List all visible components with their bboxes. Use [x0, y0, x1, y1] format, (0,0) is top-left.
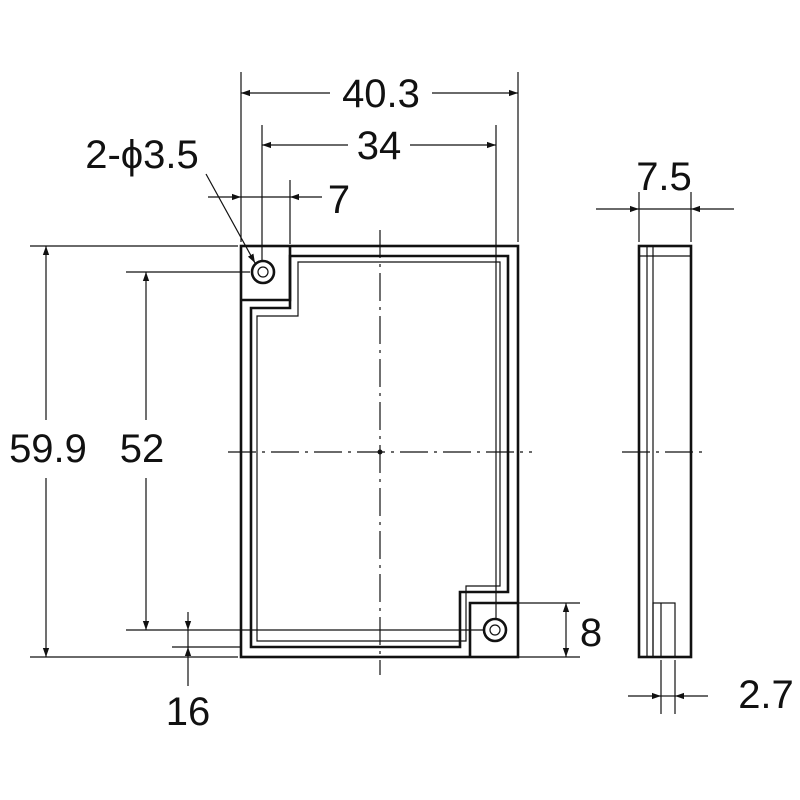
dim-hole-offset: 7 — [328, 178, 350, 222]
center-point — [377, 449, 383, 455]
frame-inner-rim-2 — [256, 261, 501, 642]
dim-corner-height: 8 — [580, 611, 602, 655]
dim-overall-height: 59.9 — [9, 427, 87, 471]
side-corner-block — [652, 602, 676, 658]
dim-bottom-offset: 16 — [166, 690, 211, 734]
side-view — [622, 244, 708, 659]
dim-hole-callout: 2-ϕ3.5 — [85, 133, 199, 177]
dim-side-step: 2.7 — [738, 673, 794, 717]
corner-pad-top-left — [241, 246, 292, 302]
mounting-hole-bottom-right — [482, 617, 508, 643]
dim-hole-pitch-height: 52 — [120, 427, 165, 471]
mounting-hole-top-left — [250, 259, 276, 285]
dimension-lines — [30, 72, 734, 714]
dim-side-thickness: 7.5 — [636, 155, 692, 199]
dim-overall-width: 40.3 — [342, 72, 420, 116]
dim-hole-pitch-width: 34 — [357, 124, 402, 168]
frame-inner-rim — [249, 254, 510, 649]
corner-pad-bottom-right — [468, 601, 518, 657]
front-view — [228, 230, 532, 675]
